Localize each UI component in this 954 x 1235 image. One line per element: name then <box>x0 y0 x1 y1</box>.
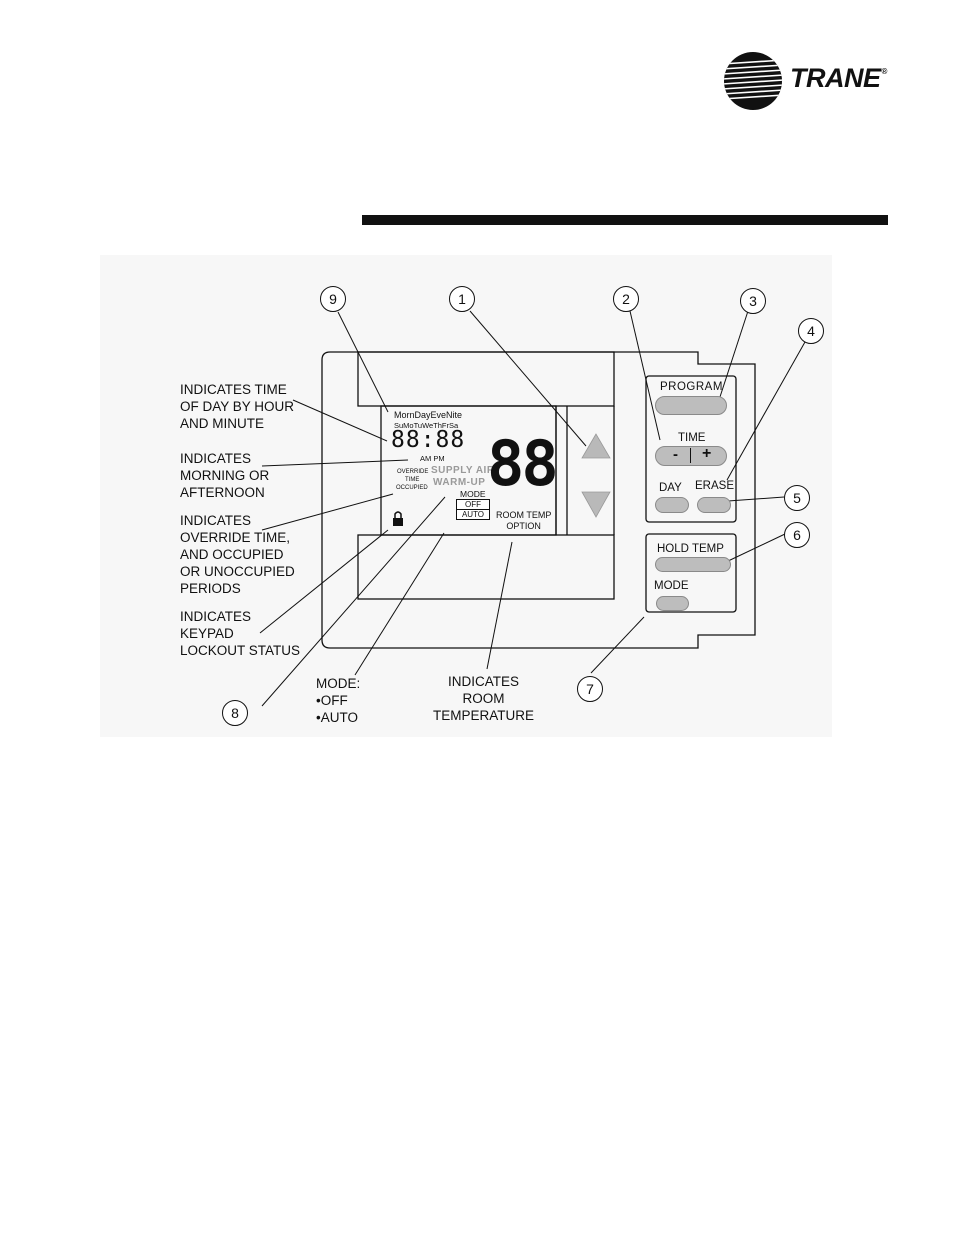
program-button[interactable] <box>655 396 727 415</box>
trane-logo-icon <box>724 52 782 110</box>
erase-label: ERASE <box>695 480 734 492</box>
lcd-room-temp-digits: 88 <box>487 427 559 500</box>
callout-7: 7 <box>577 676 603 702</box>
time-label: TIME <box>678 432 706 444</box>
time-minus[interactable]: - <box>673 446 678 463</box>
label-time-of-day: INDICATES TIME OF DAY BY HOUR AND MINUTE <box>180 382 295 431</box>
callout-1: 1 <box>449 286 475 312</box>
lcd-override-time: TIME <box>405 477 420 483</box>
time-button[interactable]: - + <box>655 445 727 466</box>
day-button[interactable] <box>655 497 689 513</box>
erase-button[interactable] <box>697 497 731 513</box>
callout-9: 9 <box>320 286 346 312</box>
callout-2: 2 <box>613 286 639 312</box>
label-room-temperature: INDICATES ROOM TEMPERATURE <box>433 674 535 723</box>
callout-8: 8 <box>222 700 248 726</box>
label-mode: MODE: •OFF •AUTO <box>316 676 361 725</box>
hold-temp-label: HOLD TEMP <box>657 543 724 555</box>
lcd-mode-auto: AUTO <box>456 509 490 520</box>
lcd-days: SuMoTuWeThFrSa <box>394 421 459 430</box>
time-divider <box>690 448 691 463</box>
label-keypad-lockout: INDICATES KEYPAD LOCKOUT STATUS <box>180 609 301 658</box>
lcd-occupied: OCCUPIED <box>396 485 428 491</box>
label-morning-afternoon: INDICATES MORNING OR AFTERNOON <box>180 451 270 500</box>
lcd-ampm: AM PM <box>420 454 445 463</box>
brand-name: TRANE® <box>790 63 887 93</box>
callout-4: 4 <box>798 318 824 344</box>
lcd-mode-label: MODE <box>460 489 486 499</box>
lcd-supply-air: SUPPLY AIR <box>431 465 495 476</box>
callout-5: 5 <box>784 485 810 511</box>
lcd-periods: MornDayEveNite <box>394 410 463 420</box>
down-arrow-button[interactable] <box>580 490 612 518</box>
up-arrow-button[interactable] <box>580 432 612 460</box>
day-label: DAY <box>659 482 682 494</box>
callout-6: 6 <box>784 522 810 548</box>
lcd-warm-up: WARM-UP <box>433 477 486 488</box>
callout-3: 3 <box>740 288 766 314</box>
hold-temp-button[interactable] <box>655 557 731 572</box>
lock-icon <box>393 511 403 526</box>
section-rule <box>362 215 888 225</box>
lcd-clock: 88:88 <box>391 427 466 453</box>
figure-background <box>100 255 832 737</box>
mode-button[interactable] <box>656 596 689 611</box>
program-label: PROGRAM <box>660 381 723 393</box>
lcd-override: OVERRIDE <box>397 469 429 475</box>
mode-label: MODE <box>654 580 689 592</box>
time-plus[interactable]: + <box>702 445 712 462</box>
label-override: INDICATES OVERRIDE TIME, AND OCCUPIED OR… <box>180 513 295 596</box>
lcd-room-temp-option: ROOM TEMP OPTION <box>496 510 552 531</box>
